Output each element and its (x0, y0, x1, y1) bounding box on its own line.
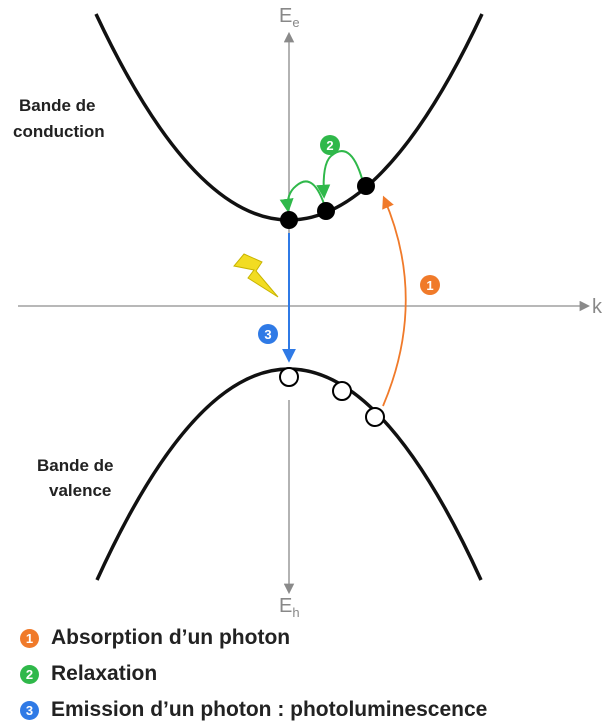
electron-dot (357, 177, 375, 195)
relaxation-arrow-2 (279, 180, 327, 213)
electron-energy-label: Ee (279, 5, 300, 30)
legend-text-absorption: Absorption d’un photon (51, 626, 291, 649)
marker-3-badge (258, 324, 278, 344)
legend-item-absorption: 1 Absorption d’un photon (20, 620, 600, 656)
lightning-icon (233, 253, 279, 298)
legend-item-relaxation: 2 Relaxation (20, 656, 600, 692)
marker-1-number: 1 (426, 278, 433, 293)
legend-badge-3: 3 (20, 700, 39, 720)
hole-dot (365, 407, 385, 427)
marker-2-number: 2 (326, 138, 333, 153)
conduction-band-label-line2: conduction (13, 122, 105, 141)
marker-3-number: 3 (264, 327, 271, 342)
electron-dot (317, 202, 335, 220)
k-axis-label: k (592, 296, 603, 318)
hole-dot (279, 367, 299, 387)
valence-band-label-line2: valence (49, 481, 111, 500)
absorption-arrow (382, 195, 407, 407)
marker-2-badge (320, 135, 340, 155)
conduction-band-label-line1: Bande de (19, 96, 96, 115)
legend: 1 Absorption d’un photon 2 Relaxation 3 … (20, 620, 600, 728)
legend-badge-1: 1 (20, 628, 39, 648)
electron-dot (280, 211, 298, 229)
legend-text-emission: Emission d’un photon : photoluminescence (51, 698, 488, 721)
hole-energy-label: Eh (279, 595, 300, 620)
hole-dot (332, 381, 352, 401)
valence-band-label-line1: Bande de (37, 456, 114, 475)
marker-1-badge (420, 275, 440, 295)
legend-text-relaxation: Relaxation (51, 662, 158, 685)
legend-badge-2: 2 (20, 664, 39, 684)
legend-item-emission: 3 Emission d’un photon : photoluminescen… (20, 692, 600, 728)
relaxation-arrow-1 (316, 150, 365, 199)
